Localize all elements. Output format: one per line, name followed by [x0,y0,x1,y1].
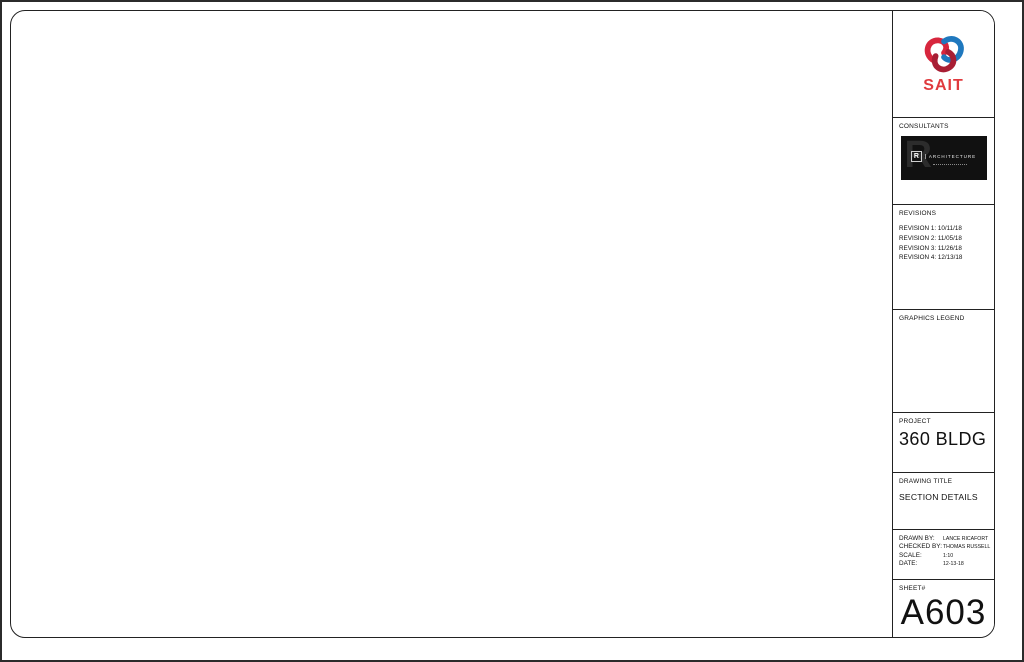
logo-section: SAIT [893,11,994,118]
sheet-number-section: SHEET# A603 [893,580,994,637]
revision-entry: REVISION 3: 11/26/18 [899,244,962,252]
drawing-title-label: DRAWING TITLE [899,478,953,485]
sheet-number-label: SHEET# [899,585,926,592]
revisions-label: REVISIONS [899,210,937,217]
checked-by-value: THOMAS RUSSELL [943,544,991,551]
consultants-section: CONSULTANTS R R ARCHITECTURE [893,118,994,205]
project-section: PROJECT 360 BLDG [893,413,994,473]
info-section: DRAWN BY: LANCE RICAFORT CHECKED BY: THO… [893,530,994,580]
consultant-tagline-rule [932,164,967,165]
consultant-card: R R ARCHITECTURE [900,136,987,180]
sheet-border: SAIT CONSULTANTS R R ARCHITECTURE REVISI… [10,10,995,638]
revision-entry: REVISION 1: 10/11/18 [899,225,962,232]
project-label: PROJECT [899,418,931,425]
sait-wordmark: SAIT [923,77,964,94]
revision-entry: REVISION 2: 11/05/18 [899,234,962,242]
drawn-by-value: LANCE RICAFORT [943,536,989,543]
consultant-watermark-letter: R [904,136,932,176]
drawing-title-section: DRAWING TITLE SECTION DETAILS [893,473,994,530]
revisions-section: REVISIONS REVISION 1: 10/11/18 REVISION … [893,205,994,310]
drawing-title: SECTION DETAILS [899,492,978,502]
consultants-label: CONSULTANTS [899,123,949,130]
checked-by-label: CHECKED BY: [899,543,942,551]
consultant-logo-letter: R [910,151,922,162]
graphics-legend-section: GRAPHICS LEGEND [893,310,994,413]
title-block: SAIT CONSULTANTS R R ARCHITECTURE REVISI… [892,11,994,637]
date-label: DATE: [899,559,918,567]
consultant-name: ARCHITECTURE [924,154,976,159]
project-name: 360 BLDG [899,429,987,449]
drawn-by-label: DRAWN BY: [899,535,935,543]
sait-logo-icon [924,36,964,73]
sheet-number: A603 [900,593,987,632]
revision-entry: REVISION 4: 12/13/18 [899,254,963,262]
scale-label: SCALE: [899,551,922,559]
date-value: 12-13-18 [943,560,964,567]
graphics-legend-label: GRAPHICS LEGEND [899,315,965,322]
scale-value: 1:10 [943,552,954,559]
